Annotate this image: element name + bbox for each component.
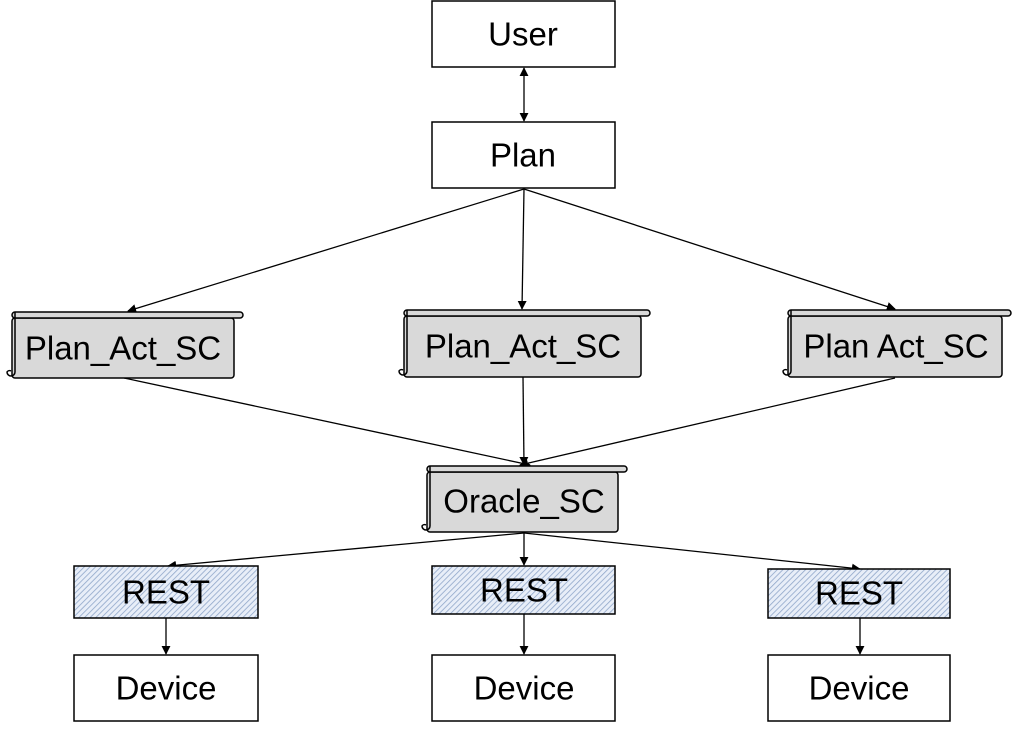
connectors [123,67,896,655]
plan-act-sc-label-3: Plan Act_SC [803,328,988,365]
device-label-3: Device [809,670,910,707]
edge-planact3-oracle [519,377,896,468]
edge-planact2-oracle [519,376,529,466]
user-label: User [488,16,558,53]
plan-label: Plan [490,137,556,174]
rest-label-2: REST [480,572,568,609]
device-label-1: Device [116,670,217,707]
rest-node-2: REST [431,565,616,615]
edge-plan-planact2 [517,188,527,310]
oracle-sc-node: Oracle_SC [421,465,628,533]
edge-plan-planact1 [127,188,525,313]
device-node-3: Device [767,654,951,722]
rest-node-1: REST [73,565,259,619]
plan-act-sc-node-1: Plan_Act_SC [6,311,244,379]
rest-label-3: REST [815,575,903,612]
user-node: User [431,0,616,68]
plan-act-sc-label-2: Plan_Act_SC [425,328,621,365]
device-label-2: Device [474,670,575,707]
edge-oracle-rest1 [167,532,525,570]
plan-act-sc-node-2: Plan_Act_SC [398,309,651,378]
device-node-2: Device [431,654,616,722]
rest-label-1: REST [122,574,210,611]
rest-node-3: REST [767,568,951,619]
plan-act-sc-node-3: Plan Act_SC [782,309,1012,378]
device-node-1: Device [73,654,259,722]
plan-node: Plan [431,121,616,189]
edge-plan-planact3 [523,188,896,311]
edge-planact1-oracle [123,377,531,468]
edge-oracle-rest3 [523,532,861,573]
oracle-sc-label: Oracle_SC [443,483,604,520]
plan-act-sc-label-1: Plan_Act_SC [25,330,221,367]
